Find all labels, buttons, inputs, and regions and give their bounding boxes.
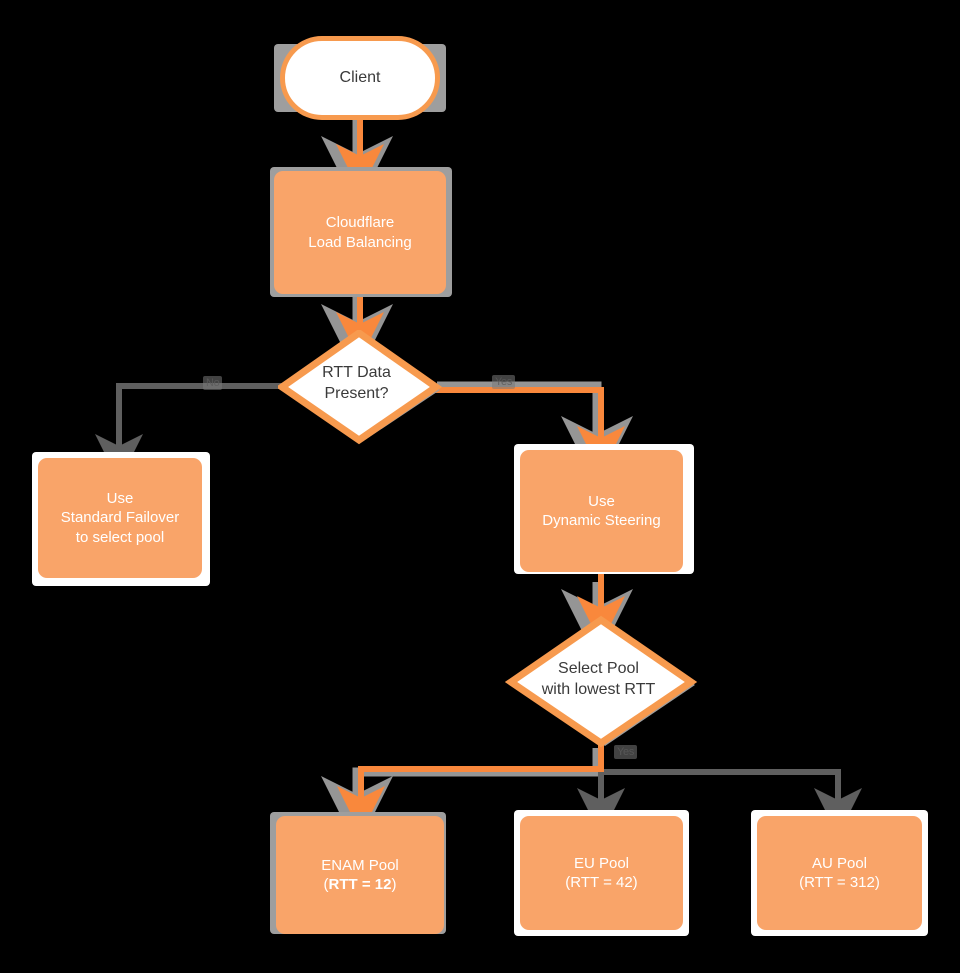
edge-label-no: No bbox=[203, 376, 223, 391]
eu-pool-label: EU Pool (RTT = 42) bbox=[559, 854, 643, 892]
rtt-decision-shape bbox=[278, 330, 443, 445]
au-pool-label: AU Pool (RTT = 312) bbox=[793, 854, 886, 892]
dynamic-steering-label: Use Dynamic Steering bbox=[536, 492, 666, 530]
edge-rtt-to-standard-failover bbox=[95, 383, 286, 482]
edge-select-pool-to-au-pool bbox=[601, 769, 862, 836]
edge-rtt-to-dynamic-steering bbox=[434, 387, 625, 474]
au-pool-label-line2: (RTT = 312) bbox=[799, 874, 880, 891]
edge-select-pool-to-enam-pool bbox=[337, 744, 604, 834]
standard-failover-label-line1: Use bbox=[106, 490, 134, 508]
standard-failover-label: Use Standard Failover to select pool bbox=[55, 489, 185, 547]
edge-label-select-yes: Yes bbox=[614, 745, 638, 760]
enam-pool-rtt-close: ) bbox=[391, 876, 397, 893]
enam-pool-label-line1: ENAM Pool bbox=[321, 856, 399, 874]
node-dynamic-steering[interactable]: Use Dynamic Steering bbox=[520, 450, 683, 572]
eu-pool-label-line1: EU Pool bbox=[573, 854, 629, 872]
node-load-balancer[interactable]: Cloudflare Load Balancing bbox=[274, 171, 446, 294]
standard-failover-label-line2: Standard Failover bbox=[60, 509, 180, 527]
enam-pool-label: ENAM Pool (RTT = 12) bbox=[315, 856, 405, 894]
eu-pool-label-line2: (RTT = 42) bbox=[565, 874, 638, 891]
dynamic-steering-label-line2: Dynamic Steering bbox=[542, 512, 661, 529]
au-pool-label-line1: AU Pool bbox=[811, 854, 867, 872]
node-enam-pool[interactable]: ENAM Pool (RTT = 12) bbox=[276, 816, 444, 934]
node-au-pool[interactable]: AU Pool (RTT = 312) bbox=[757, 816, 922, 930]
standard-failover-label-line3: to select pool bbox=[75, 528, 165, 546]
node-select-pool[interactable]: Select Pool with lowest RTT bbox=[505, 615, 700, 750]
node-client[interactable]: Client bbox=[280, 36, 440, 120]
enam-pool-rtt-open: ( bbox=[323, 876, 329, 893]
load-balancer-label: Cloudflare Load Balancing bbox=[302, 213, 417, 251]
edge-label-yes: Yes bbox=[492, 375, 516, 390]
select-pool-shape bbox=[505, 615, 698, 748]
node-eu-pool[interactable]: EU Pool (RTT = 42) bbox=[520, 816, 683, 930]
load-balancer-label-line1: Cloudflare bbox=[325, 214, 395, 232]
node-standard-failover[interactable]: Use Standard Failover to select pool bbox=[38, 458, 202, 578]
enam-pool-rtt-value: RTT = 12 bbox=[328, 876, 392, 893]
node-rtt-decision[interactable]: RTT Data Present? bbox=[278, 330, 443, 445]
dynamic-steering-label-line1: Use bbox=[588, 492, 615, 510]
client-label: Client bbox=[339, 68, 381, 86]
load-balancer-label-line2: Load Balancing bbox=[308, 233, 412, 251]
